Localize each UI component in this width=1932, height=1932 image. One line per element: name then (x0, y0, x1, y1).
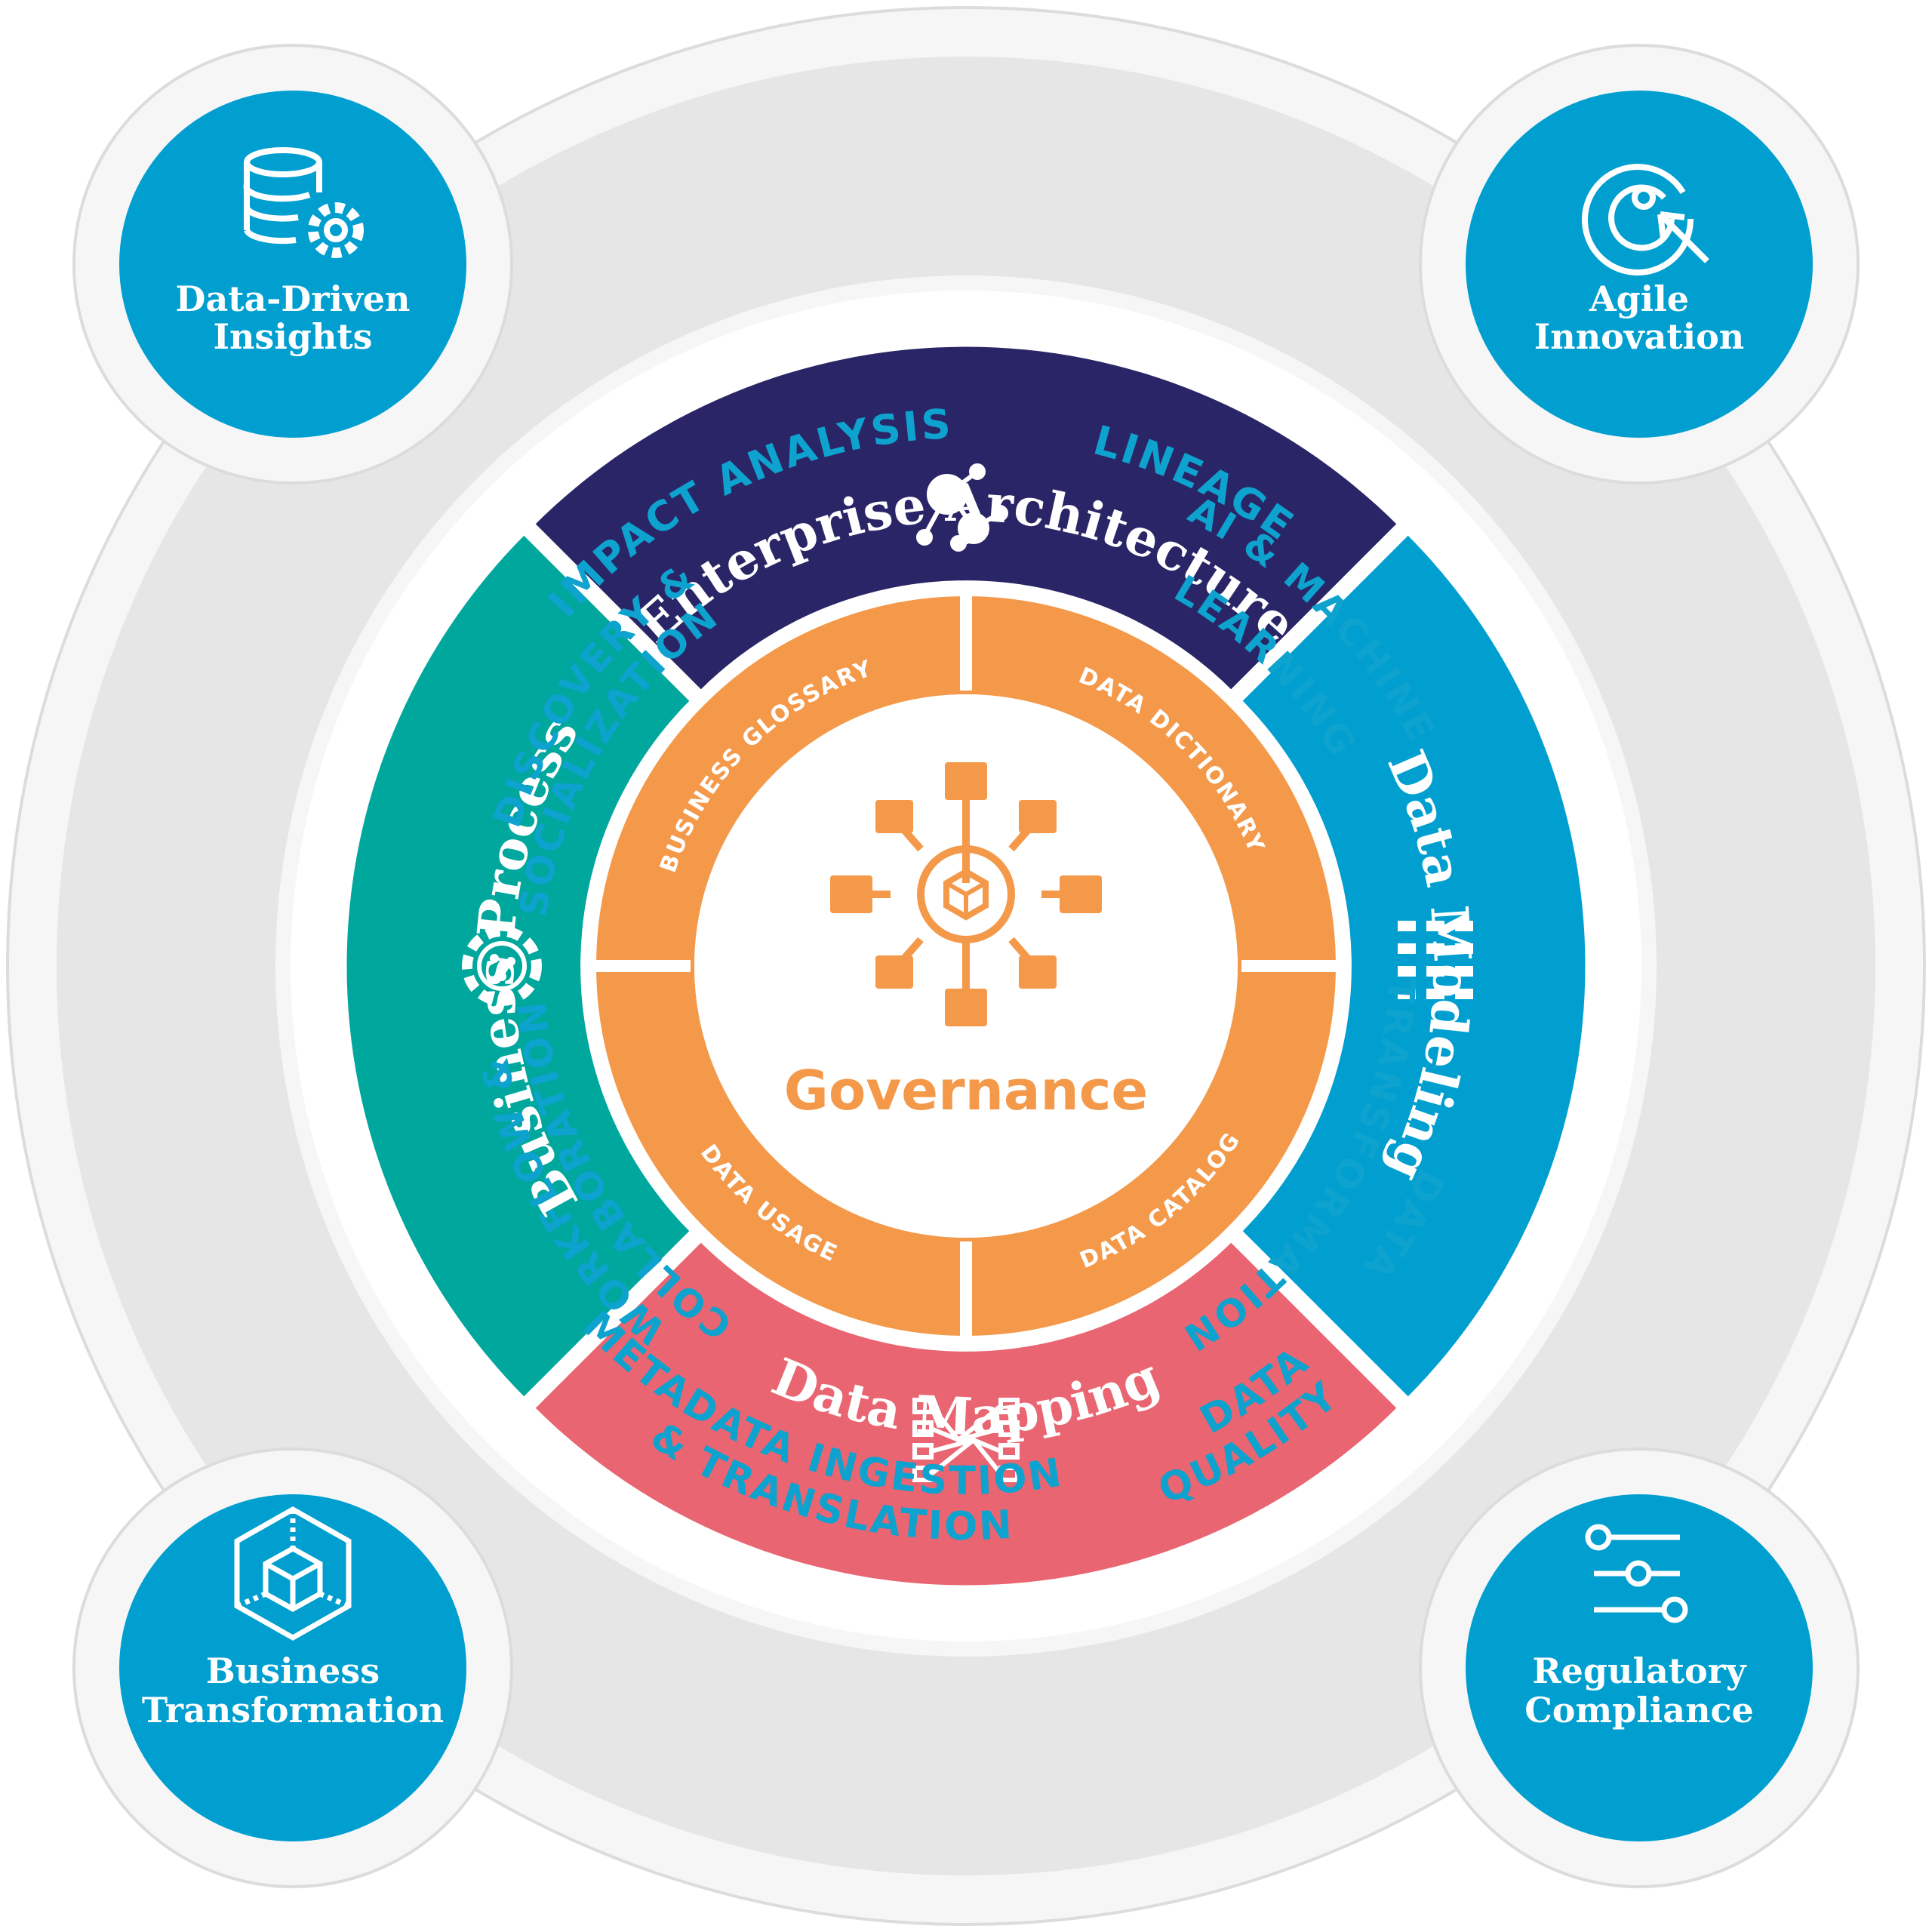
corner-label-line2: Transformation (142, 1690, 444, 1730)
segment-left[interactable] (346, 534, 691, 1398)
center-label: Governance (784, 1059, 1148, 1122)
network-molecule-icon (916, 463, 1008, 552)
corner-label-line1: Agile (1589, 278, 1689, 319)
segment-dividers (492, 492, 1440, 1440)
segment-bottom[interactable] (534, 1241, 1398, 1586)
sliders-icon (1585, 1524, 1688, 1623)
target-cursor-icon (1582, 164, 1709, 276)
corner-badge-regulatory-compliance[interactable]: Regulatory Compliance (1419, 1447, 1860, 1888)
corner-label-line2: Compliance (1524, 1690, 1754, 1730)
corner-badge-data-driven-insights[interactable]: Data-Driven Insights (72, 44, 513, 485)
corner-badge-agile-innovation[interactable]: Agile Innovation (1419, 44, 1860, 485)
corner-badge-business-transformation[interactable]: Business Transformation (72, 1447, 513, 1888)
gear-network-icon (462, 926, 542, 1006)
governance-node-boxes (830, 762, 1102, 1026)
data-model-grid-icon (1398, 921, 1473, 999)
database-gear-icon (243, 147, 364, 258)
corner-label-line1: Regulatory (1532, 1651, 1747, 1691)
cube-icon (234, 1506, 352, 1641)
data-mapping-icon (912, 1398, 1020, 1482)
corner-label-line2: Insights (213, 316, 372, 357)
corner-label-line2: Innovation (1534, 316, 1744, 357)
corner-label-line1: Business (206, 1651, 380, 1691)
inner-ring-dividers (589, 589, 1343, 1343)
corner-label-line1: Data-Driven (176, 278, 411, 319)
